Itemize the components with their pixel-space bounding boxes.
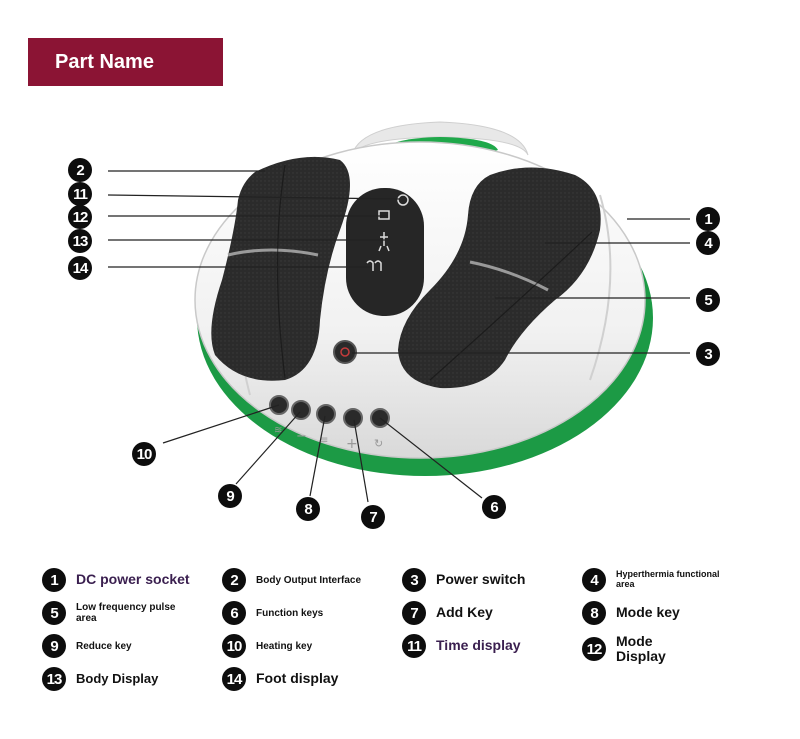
callout-9: 9 [218,484,242,508]
callout-1: 1 [696,207,720,231]
legend-item-12: 12 Mode Display [582,633,686,665]
legend-label: Body Display [76,670,159,686]
callout-5: 5 [696,288,720,312]
foot-indicator-icon [366,260,382,271]
right-pad-divider [469,260,549,292]
leader-lines [107,170,690,503]
shell-groove-right [589,194,612,381]
legend-label: Function keys [256,607,324,619]
legend-num: 4 [582,568,606,592]
legend-item-6: 6 Function keys [222,601,323,625]
mode-key[interactable] [316,404,336,424]
legend-num: 14 [222,667,246,691]
legend-item-14: 14 Foot display [222,667,338,691]
callout-10-text: 10 [136,445,153,463]
callout-10: 10 [132,442,156,466]
callout-13-text: 13 [72,232,89,250]
time-indicator-icon [397,194,409,206]
heating-key-glyph: ≋ [274,425,282,436]
legend-label: Low frequency pulse area [76,602,176,624]
legend-num: 9 [42,634,66,658]
add-key-glyph: + [346,436,358,452]
legend-label: Foot display [256,670,339,687]
legend-item-3: 3 Power switch [402,568,525,592]
callout-2-text: 2 [76,161,84,179]
legend-label: Add Key [436,604,493,621]
legend-item-4: 4 Hyperthermia functional area [582,568,728,592]
reduce-key[interactable] [291,400,311,420]
add-key[interactable] [343,408,363,428]
legend-label: Hyperthermia functional area [616,569,720,589]
legend-num: 10 [222,634,246,658]
right-foot-pad [398,167,601,389]
legend-label: Time display [436,637,521,654]
reduce-key-glyph: − [296,429,307,444]
legend-item-11: 11 Time display [402,634,521,658]
callout-9-text: 9 [226,487,234,505]
callout-7: 7 [361,505,385,529]
function-key-glyph: ↻ [374,437,383,450]
callout-13: 13 [68,229,92,253]
callout-5-text: 5 [704,291,712,309]
legend-item-7: 7 Add Key [402,601,493,625]
device-illustration: ≋ − ≡ + ↻ [107,121,690,503]
left-pad-split [276,164,286,379]
legend-item-1: 1 DC power socket [42,568,190,592]
body-indicator-icon [378,232,390,252]
banner-title: Part Name [55,50,154,73]
power-switch-button[interactable] [333,340,357,364]
callout-6-text: 6 [490,498,498,516]
callout-3-text: 3 [704,345,712,363]
legend-item-9: 9 Reduce key [42,634,132,658]
callout-4-text: 4 [704,234,712,252]
mode-key-glyph: ≡ [320,435,328,446]
legend-label: Body Output Interface [256,574,362,586]
legend-num: 7 [402,601,426,625]
mode-indicator-icon [378,210,390,220]
legend-label: DC power socket [76,571,190,588]
legend-num: 11 [402,634,426,658]
legend-label: Power switch [436,571,526,588]
legend-num: 12 [582,637,606,662]
legend-num: 13 [42,667,66,691]
legend-num: 1 [42,568,66,592]
legend-num: 2 [222,568,246,592]
left-foot-pad [211,156,350,381]
part-name-banner: Part Name [28,38,223,86]
legend-num: 6 [222,601,246,625]
callout-14: 14 [68,256,92,280]
legend-label: Heating key [256,640,313,652]
carry-handle [351,121,529,156]
callout-7-text: 7 [369,508,377,526]
legend-item-10: 10 Heating key [222,634,312,658]
callout-12: 12 [68,205,92,229]
callout-11: 11 [68,182,92,206]
callout-8: 8 [296,497,320,521]
legend-num: 5 [42,601,66,625]
legend-item-2: 2 Body Output Interface [222,568,361,592]
legend-label: Mode key [616,604,680,621]
legend-item-5: 5 Low frequency pulse area [42,601,196,625]
callout-3: 3 [696,342,720,366]
legend-num: 8 [582,601,606,625]
right-pad-split [429,231,593,381]
display-panel [346,188,424,316]
callout-2: 2 [68,158,92,182]
callout-1-text: 1 [704,210,712,228]
legend-item-8: 8 Mode key [582,601,680,625]
callout-14-text: 14 [72,259,89,277]
callout-12-text: 12 [72,208,89,226]
callout-8-text: 8 [304,500,312,518]
callout-11-text: 11 [73,185,88,203]
power-icon [340,347,350,357]
legend-label: Reduce key [76,640,132,652]
legend-item-13: 13 Body Display [42,667,158,691]
callout-4: 4 [696,231,720,255]
legend-label: Mode Display [616,633,666,665]
callout-6: 6 [482,495,506,519]
legend-num: 3 [402,568,426,592]
left-pad-divider [227,248,319,257]
